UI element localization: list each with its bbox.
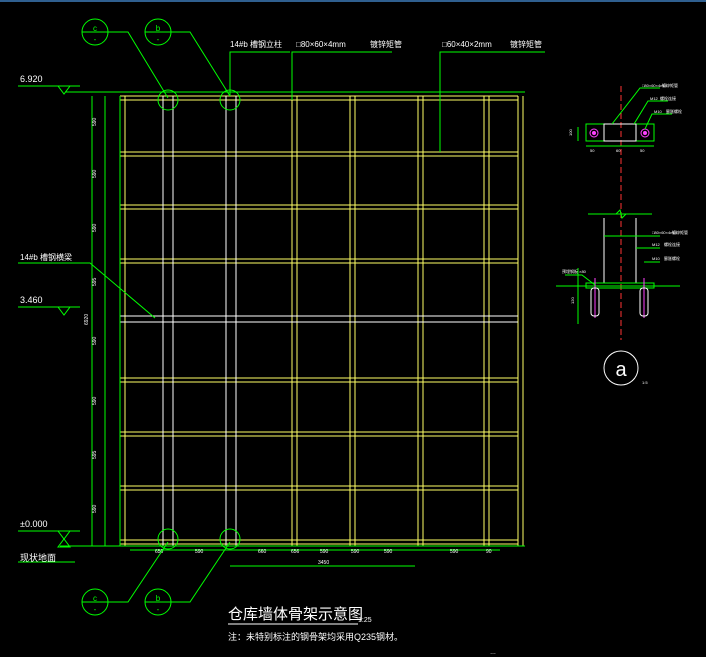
left-frame-lines (60, 91, 525, 547)
elevation-marker-mid: 3.460 (18, 295, 80, 316)
drawing-title: 仓库墙体骨架示意图 (228, 605, 363, 623)
left-dim-label: 590 (92, 223, 98, 232)
callout-column: 14#b 槽钢立柱 (230, 39, 282, 49)
left-dim-label: 590 (92, 117, 98, 126)
left-dim-label: 590 (92, 504, 98, 513)
left-dimension-chain: 590 590 590 595 590 590 595 590 (92, 117, 98, 513)
bottom-tag-5: M10 (652, 256, 661, 261)
bottom-dim-label: 650 (155, 549, 164, 555)
bottom-dim-label: 590 (351, 549, 360, 555)
section-tag-2: 镀锌矩管 (662, 82, 678, 88)
callout-tube-2: □60×40×2mm (442, 40, 492, 49)
main-beam (120, 315, 518, 323)
elevation-label-top: 6.920 (20, 74, 43, 84)
axis-num-2: - (157, 35, 160, 44)
elevation-marker-zero: ±0.000 现状地面 (18, 519, 80, 563)
bottom-total-dim: 3450 (318, 560, 329, 566)
axis-letter-4: b (156, 594, 161, 603)
bottom-tag-6: 膨胀螺栓 (664, 255, 680, 261)
bottom-tag-3: M12 (652, 242, 661, 247)
detail-section-top (577, 86, 672, 340)
side-note-2: 120 (570, 297, 575, 304)
section-tag-4: 螺栓连接 (660, 95, 676, 101)
title-bar-strip (0, 0, 706, 2)
bottom-dim-label: 90 (486, 549, 492, 555)
bottom-dim-label: 656 (291, 549, 300, 555)
callout-tube-2-note: 镀锌矩管 (510, 39, 542, 49)
detail-elevation-labels: □80×60×4mm 镀锌矩管 M12 螺栓连接 M10 膨胀螺栓 预埋钢板 ×… (562, 229, 688, 304)
callout-beam: 14#b 槽钢横梁 (20, 252, 72, 262)
axis-bubble-labels: c - b - c - b - (93, 24, 161, 614)
drawing-note: 注：未特别标注的钢骨架均采用Q235钢材。 (228, 631, 403, 642)
drawing-scale: 1:25 (358, 617, 372, 624)
elevation-marker-top: 6.920 (18, 74, 80, 95)
axis-bubbles (81, 18, 241, 616)
bottom-dim-label: 590 (384, 549, 393, 555)
left-dim-label: 590 (92, 396, 98, 405)
section-tag-6: 膨胀螺栓 (666, 108, 682, 114)
bottom-dim-label: 660 (258, 549, 267, 555)
main-columns (162, 96, 237, 546)
axis-letter-2: b (156, 24, 161, 33)
bottom-dimension-chain: 650 590 660 656 590 590 590 590 90 (155, 549, 492, 555)
top-callouts: 14#b 槽钢立柱 □80×60×4mm 镀锌矩管 □60×40×2mm 镀锌矩… (18, 39, 545, 319)
bottom-dimension-lines (130, 549, 500, 567)
section-dim-4: 100 (568, 129, 573, 136)
side-note-1: 预埋钢板 ×80 (562, 268, 587, 274)
section-tag-5: M10 (654, 109, 663, 114)
section-tag-1: □80×60×4mm (642, 83, 668, 88)
bottom-dim-label: 590 (195, 549, 204, 555)
bottom-tag-1: □80×60×4mm (652, 230, 678, 235)
section-dim-1: 50 (590, 148, 595, 153)
detail-label-bubble: a 1:5 (603, 350, 648, 386)
axis-letter-1: c (93, 24, 97, 33)
left-dim-label: 595 (92, 450, 98, 459)
axis-num-3: - (94, 605, 97, 614)
left-total-dim: 6920 (84, 314, 90, 325)
bottom-tag-2: 镀锌矩管 (672, 229, 688, 235)
detail-scale: 1:5 (642, 380, 648, 385)
elevation-label-zero: ±0.000 (20, 519, 47, 529)
axis-letter-3: c (93, 594, 97, 603)
left-dim-label: 595 (92, 277, 98, 286)
left-dim-label: 590 (92, 336, 98, 345)
bottom-tag-4: 螺栓连接 (664, 241, 680, 247)
detail-section-top-labels: □80×60×4mm 镀锌矩管 M12 螺栓连接 M10 膨胀螺栓 50 60 … (568, 82, 682, 153)
ground-label: 现状地面 (20, 552, 56, 563)
detail-label: a (615, 359, 627, 381)
bottom-dim-label: 590 (450, 549, 459, 555)
callout-tube-1-note: 镀锌矩管 (370, 39, 402, 49)
detail-elevation-bottom (556, 209, 680, 324)
section-dim-2: 60 (616, 148, 621, 153)
bottom-dim-label: 590 (320, 549, 329, 555)
left-dim-label: 590 (92, 169, 98, 178)
section-dim-3: 50 (640, 148, 645, 153)
wall-frame-grid (119, 95, 524, 546)
axis-num-1: - (94, 35, 97, 44)
elevation-label-mid: 3.460 (20, 295, 43, 305)
callout-tube-1: □80×60×4mm (296, 40, 346, 49)
section-tag-3: M12 (650, 96, 659, 101)
axis-num-4: - (157, 605, 160, 614)
corner-text: … (490, 650, 496, 656)
